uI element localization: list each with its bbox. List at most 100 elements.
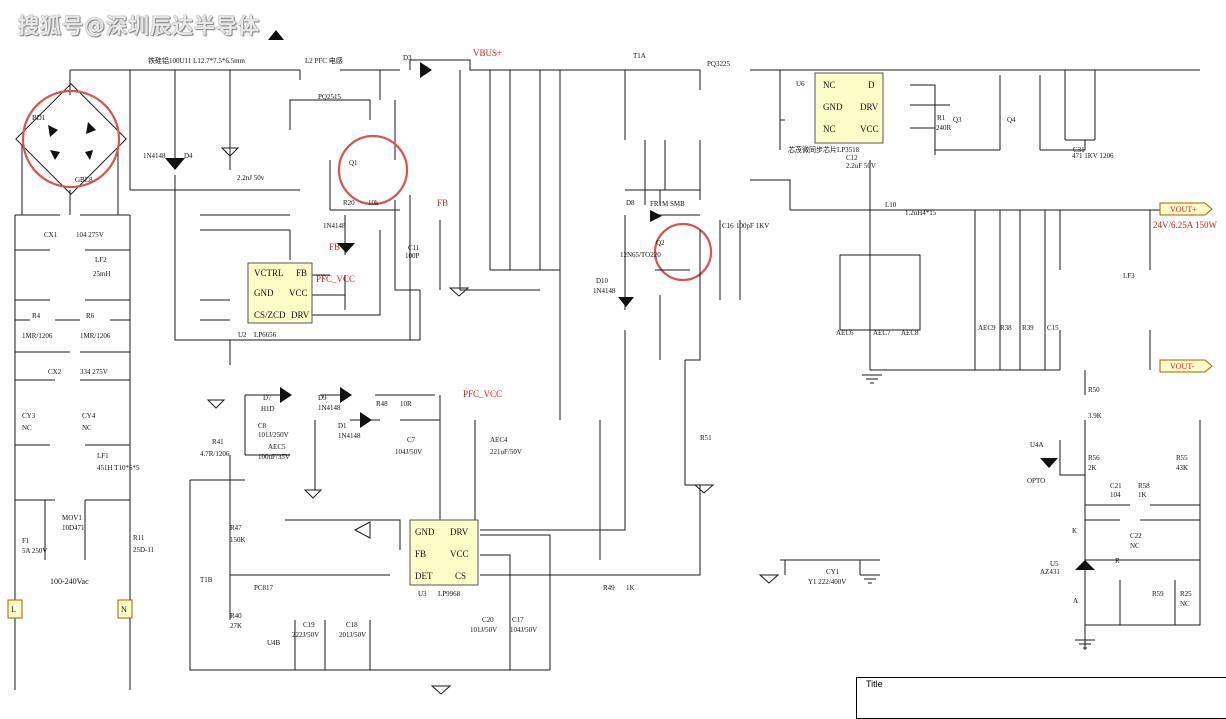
- svg-text:T1B: T1B: [200, 576, 213, 584]
- svg-text:VCC: VCC: [860, 124, 879, 134]
- svg-text:R11: R11: [133, 534, 145, 542]
- watermark: 搜狐号@深圳辰达半导体: [18, 14, 260, 38]
- svg-text:D8: D8: [626, 199, 635, 207]
- wires-input: [14, 69, 300, 690]
- svg-text:R48: R48: [376, 400, 388, 408]
- svg-text:104: 104: [1110, 491, 1121, 499]
- svg-text:CS: CS: [455, 571, 466, 581]
- svg-text:240R: 240R: [936, 124, 952, 132]
- svg-text:100uF/35V: 100uF/35V: [258, 453, 290, 461]
- svg-text:DRV: DRV: [860, 102, 879, 112]
- svg-text:U6: U6: [796, 80, 805, 88]
- terminal-n: N: [117, 599, 133, 619]
- flag-vout-neg: VOUT-: [1159, 359, 1213, 373]
- svg-text:NC: NC: [1180, 600, 1190, 608]
- svg-text:AEC4: AEC4: [490, 436, 508, 444]
- svg-text:27K: 27K: [230, 622, 242, 630]
- svg-text:C19: C19: [303, 621, 315, 629]
- svg-text:C31: C31: [1073, 146, 1085, 154]
- svg-text:10R: 10R: [400, 400, 412, 408]
- svg-text:U5: U5: [1050, 560, 1059, 568]
- svg-text:PQ2515: PQ2515: [318, 93, 341, 101]
- svg-text:LF3: LF3: [1123, 272, 1135, 280]
- svg-text:L10: L10: [885, 201, 897, 209]
- svg-text:CX1: CX1: [44, 231, 58, 239]
- highlight-circle-bridge: [21, 89, 121, 189]
- svg-text:1MR/1206: 1MR/1206: [22, 332, 53, 340]
- svg-text:NC: NC: [82, 424, 92, 432]
- svg-text:1N4148: 1N4148: [323, 222, 346, 230]
- svg-text:104 275V: 104 275V: [76, 231, 104, 239]
- svg-text:4.7R/1206: 4.7R/1206: [200, 450, 230, 458]
- svg-text:GND: GND: [415, 527, 435, 537]
- svg-text:N: N: [121, 605, 127, 614]
- svg-text:C16: C16: [722, 222, 734, 230]
- svg-text:1N4148: 1N4148: [318, 404, 341, 412]
- svg-text:A: A: [1073, 597, 1078, 605]
- svg-text:10k: 10k: [368, 199, 379, 207]
- svg-text:43K: 43K: [1176, 464, 1188, 472]
- svg-text:1.2uH4*15: 1.2uH4*15: [905, 209, 937, 217]
- svg-text:FR1M SMB: FR1M SMB: [650, 200, 685, 208]
- svg-text:LF2: LF2: [95, 256, 107, 264]
- title-block-label: Title: [866, 679, 883, 689]
- svg-text:C21: C21: [1110, 482, 1122, 490]
- svg-text:CS/ZCD: CS/ZCD: [254, 310, 286, 320]
- svg-text:2.2uF 50V: 2.2uF 50V: [846, 162, 876, 170]
- fuse-rating: 5A 250V: [22, 547, 47, 555]
- svg-text:12N65/TO220: 12N65/TO220: [620, 251, 661, 259]
- svg-text:201J/50V: 201J/50V: [339, 631, 366, 639]
- svg-text:R41: R41: [212, 438, 224, 446]
- svg-text:10D471: 10D471: [62, 524, 85, 532]
- svg-text:R55: R55: [1176, 454, 1188, 462]
- svg-text:D10: D10: [596, 277, 609, 285]
- svg-text:R58: R58: [1138, 482, 1150, 490]
- svg-text:LP6656: LP6656: [254, 331, 277, 339]
- svg-text:D7: D7: [263, 394, 272, 402]
- svg-text:2.2nJ 50v: 2.2nJ 50v: [237, 174, 265, 182]
- svg-text:PQ3225: PQ3225: [707, 60, 730, 68]
- svg-text:GND: GND: [823, 102, 843, 112]
- svg-text:1N4148: 1N4148: [593, 287, 616, 295]
- svg-text:471 1KV 1206: 471 1KV 1206: [1072, 152, 1114, 160]
- svg-text:R25: R25: [1180, 590, 1192, 598]
- highlight-circle-q1: [337, 134, 409, 206]
- svg-text:U2: U2: [238, 331, 247, 339]
- svg-text:1MR/1206: 1MR/1206: [80, 332, 111, 340]
- svg-text:DET: DET: [415, 571, 433, 581]
- svg-text:VOUT-: VOUT-: [1170, 362, 1194, 371]
- svg-text:C15: C15: [1047, 324, 1059, 332]
- svg-text:1N4148: 1N4148: [143, 152, 166, 160]
- svg-text:H1D: H1D: [261, 405, 275, 413]
- svg-text:FB: FB: [296, 268, 307, 278]
- output-rating: 24V/6.25A 150W: [1153, 220, 1218, 230]
- svg-text:LP9968: LP9968: [438, 590, 461, 598]
- net-vbus: VBUS+: [473, 48, 502, 58]
- svg-text:Q4: Q4: [1007, 116, 1016, 124]
- svg-text:D1: D1: [338, 422, 347, 430]
- svg-text:DRV: DRV: [450, 527, 469, 537]
- svg-text:R1: R1: [937, 114, 946, 122]
- svg-text:R4: R4: [32, 312, 41, 320]
- svg-text:C17: C17: [512, 616, 524, 624]
- input-voltage-label: 100-240Vac: [50, 577, 89, 586]
- svg-text:AEC8: AEC8: [901, 329, 919, 337]
- svg-text:1N4148: 1N4148: [338, 432, 361, 440]
- svg-text:AEC9: AEC9: [978, 324, 996, 332]
- svg-text:3.9K: 3.9K: [1088, 412, 1102, 420]
- net-pfc-vcc-2: PFC_VCC: [316, 274, 355, 284]
- svg-text:GBL8: GBL8: [75, 176, 93, 184]
- svg-text:C7: C7: [407, 436, 416, 444]
- ground-symbols: [206, 147, 1095, 695]
- svg-text:NC: NC: [823, 80, 836, 90]
- svg-text:25D-11: 25D-11: [133, 546, 155, 554]
- svg-text:VOUT+: VOUT+: [1170, 205, 1197, 214]
- svg-text:C8: C8: [258, 422, 267, 430]
- svg-text:T1A: T1A: [633, 52, 646, 60]
- svg-text:R47: R47: [230, 524, 242, 532]
- svg-text:C12: C12: [846, 154, 858, 162]
- svg-text:U3: U3: [418, 590, 427, 598]
